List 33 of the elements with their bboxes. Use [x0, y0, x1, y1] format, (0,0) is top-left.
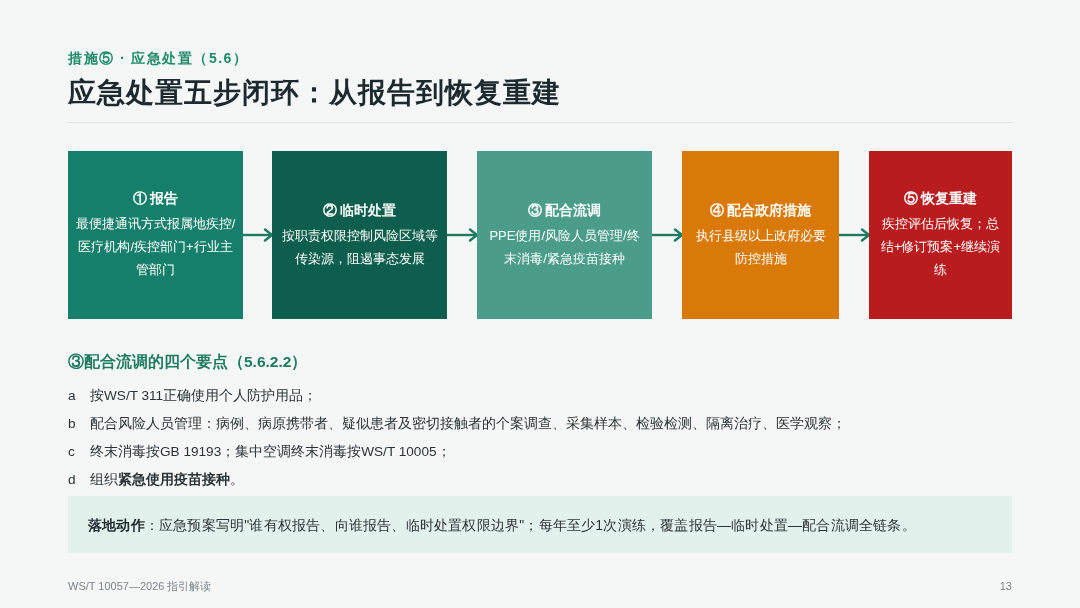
step-description: PPE使用/风险人员管理/终末消毒/紧急疫苗接种 — [488, 226, 641, 268]
section-tag: 措施⑤ · 应急处置（5.6） — [68, 48, 249, 68]
step-title: ④ 配合政府措施 — [709, 201, 812, 220]
list-item: 按WS/T 311正确使用个人防护用品； — [90, 387, 318, 405]
list-marker: b — [68, 415, 76, 433]
step-description: 疾控评估后恢复；总结+修订预案+继续演练 — [879, 215, 1002, 279]
step-description: 按职责权限控制风险区域等传染源，阻遏事态发展 — [280, 226, 439, 268]
list-item: 终末消毒按GB 19193；集中空调终末消毒按WS/T 10005； — [90, 443, 451, 461]
list-item: 配合风险人员管理：病例、病原携带者、疑似患者及密切接触者的个案调查、采集样本、检验检测、隔离治疗、医学观察； — [90, 415, 846, 433]
step-box — [477, 151, 652, 319]
section-heading: ③配合流调的四个要点（5.6.2.2） — [68, 352, 308, 372]
step-title: ③ 配合流调 — [527, 201, 602, 220]
step-title: ② 临时处置 — [322, 201, 397, 220]
footer-text: WS/T 10057—2026 指引解读 — [68, 579, 212, 594]
step-box — [68, 151, 243, 319]
list-marker: a — [68, 387, 76, 405]
step-box — [272, 151, 447, 319]
list-marker: c — [68, 443, 75, 461]
list-marker: d — [68, 471, 76, 489]
arrow — [652, 228, 684, 242]
page-title: 应急处置五步闭环：从报告到恢复重建 — [68, 76, 561, 110]
page-number: 13 — [999, 579, 1012, 594]
arrow — [447, 228, 479, 242]
arrow — [839, 228, 871, 242]
step-box — [869, 151, 1012, 319]
step-title: ① 报告 — [132, 190, 179, 208]
step-description: 最便捷通讯方式报属地疾控/医疗机构/疾控部门+行业主管部门 — [74, 215, 237, 279]
step-title: ⑤ 恢复重建 — [903, 190, 978, 208]
arrow — [243, 228, 274, 242]
note-text: 落地动作：应急预案写明"谁有权报告、向谁报告、临时处置权限边界"；每年至少1次演练，覆盖报告—临时处置—配合流调全链条。 — [88, 515, 916, 535]
step-description: 执行县级以上政府必要防控措施 — [694, 226, 827, 268]
step-box — [682, 151, 839, 319]
list-item: 组织紧急使用疫苗接种。 — [90, 471, 244, 489]
